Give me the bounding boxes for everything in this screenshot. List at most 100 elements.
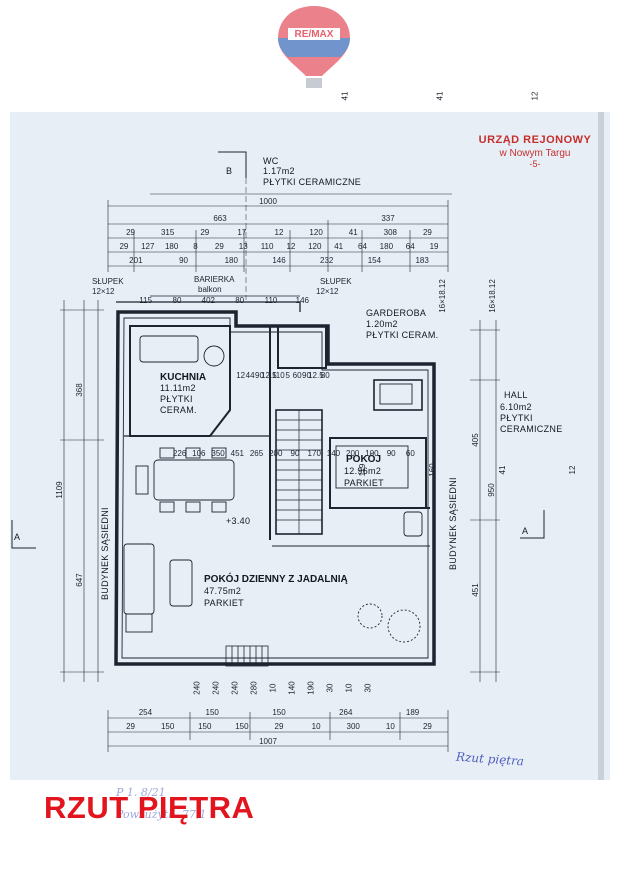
- dim-mid-3: 451: [231, 449, 245, 458]
- dim-top-row5-1: 90: [179, 256, 188, 265]
- dim-right-small-0: 119: [358, 463, 367, 476]
- dim-top-a: 663: [213, 214, 227, 223]
- dim-top-row3-8: 29: [423, 228, 432, 237]
- page-title: RZUT PIĘTRA: [44, 790, 255, 825]
- living-room-area: 47.75m2: [204, 586, 241, 596]
- dim-bottom-row1-0: 254: [139, 708, 153, 717]
- dim-top-row3-2: 29: [200, 228, 209, 237]
- dim-top-row3-6: 41: [349, 228, 358, 237]
- slupek-right-label: SŁUPEK: [320, 277, 352, 286]
- handwritten-note-2: P 1. 8/21: [116, 786, 166, 799]
- handwritten-note-3: Pow. użytk. 77,1: [116, 808, 207, 821]
- dim-kitchen-inner-1: 44: [246, 371, 255, 380]
- dim-right-small-1: 160: [428, 463, 437, 477]
- dim-top-row4-7: 12: [286, 242, 295, 251]
- dim-top-row5-6: 183: [415, 256, 429, 265]
- dim-bottom-vert-3: 280: [250, 681, 259, 695]
- dim-top-row5-0: 201: [129, 256, 143, 265]
- dim-mid-8: 140: [327, 449, 341, 458]
- dim-mid-7: 170: [308, 449, 322, 458]
- balcony-outline: [116, 301, 301, 312]
- dim-mid-11: 90: [387, 449, 396, 458]
- dim-top-row3-5: 120: [309, 228, 323, 237]
- dim-balkon-3: 80: [235, 296, 244, 305]
- dim-left-total: 1109: [55, 481, 64, 499]
- slupek-left-size: 12×12: [92, 287, 115, 296]
- dim-mid-0: 226: [173, 449, 187, 458]
- hall-area: 6.10m2: [500, 402, 532, 412]
- dim-bottom-vert-4: 10: [269, 683, 278, 692]
- dim-kitchen-inner-9: 80: [321, 371, 330, 380]
- stair-treads: [276, 410, 322, 534]
- dim-top-row4-9: 41: [334, 242, 343, 251]
- dim-bottom-row1-1: 150: [206, 708, 220, 717]
- dim-mid-10: 100: [365, 449, 379, 458]
- wc-name: WC: [263, 156, 279, 166]
- dim-bottom-row1-2: 150: [272, 708, 286, 717]
- slupek-right-size: 12×12: [316, 287, 339, 296]
- dim-left-a: 368: [75, 383, 84, 397]
- living-room-name: POKÓJ DZIENNY Z JADALNIĄ: [204, 572, 348, 585]
- dim-kitchen-inner-2: 90: [255, 371, 264, 380]
- sheet-edge: [598, 112, 604, 780]
- dim-bottom-row2-4: 29: [275, 722, 284, 731]
- pokoj-area: 12.96m2: [344, 466, 381, 476]
- dim-top-row3-1: 315: [161, 228, 175, 237]
- dim-bottom-vert-6: 190: [307, 681, 316, 695]
- dim-top-row4-0: 29: [119, 242, 128, 251]
- dim-kitchen-inner-5: 5: [285, 371, 290, 380]
- side-dimension-lines: [60, 300, 500, 752]
- top-dimension-lines: [107, 193, 452, 272]
- section-a-left-marker: [11, 520, 36, 549]
- dim-right-b: 451: [471, 583, 480, 597]
- barierka-label: BARIERKA: [194, 275, 235, 284]
- living-room-finish: PARKIET: [204, 598, 244, 608]
- dim-top-row3-4: 12: [275, 228, 284, 237]
- kitchen-walls: [129, 325, 231, 437]
- dim-mid-2: 350: [211, 449, 225, 458]
- dim-top-row4-10: 64: [358, 242, 367, 251]
- slupek-left-label: SŁUPEK: [92, 277, 124, 286]
- hall-finish-2: CERAMICZNE: [500, 424, 563, 434]
- dim-mid-1: 106: [192, 449, 206, 458]
- dim-bottom-row2-6: 300: [347, 722, 361, 731]
- dim-mid-5: 200: [269, 449, 283, 458]
- entry-steps: [225, 645, 269, 667]
- dim-kitchen-inner-0: 12: [236, 371, 245, 380]
- remax-logo: RE/MAX: [278, 6, 350, 88]
- dim-bottom-vert-7: 30: [326, 683, 335, 692]
- dim-top-row4-6: 110: [261, 242, 274, 251]
- garderoba-name: GARDEROBA: [366, 308, 426, 318]
- dim-top-row4-3: 8: [193, 242, 198, 251]
- dim-bottom-row2-3: 150: [235, 722, 249, 731]
- dim-bottom-row1-4: 189: [406, 708, 420, 717]
- dim-top-row4-5: 13: [239, 242, 248, 251]
- dim-right-a: 405: [471, 433, 480, 447]
- garderoba-walls: [373, 379, 423, 411]
- dim-bottom-vert-9: 30: [364, 683, 373, 692]
- exterior-walls: [114, 310, 436, 666]
- section-a-right-label: A: [522, 526, 528, 536]
- dim-top-row4-1: 127: [141, 242, 155, 251]
- dim-top-row3-0: 29: [126, 228, 135, 237]
- dim-bottom-vert-2: 240: [231, 681, 240, 695]
- dim-bottom-row2-0: 29: [126, 722, 135, 731]
- dim-bottom-row2-1: 150: [161, 722, 175, 731]
- wc-walls: [277, 325, 327, 369]
- neighbor-building-left: BUDYNEK SĄSIEDNI: [100, 507, 110, 600]
- office-stamp: URZĄD REJONOWY w Nowym Targu -5-: [470, 134, 600, 169]
- hall-name: HALL: [504, 390, 528, 400]
- dim-top-b: 337: [381, 214, 395, 223]
- dim-bottom-vert-0: 240: [193, 681, 202, 695]
- dim-balkon-1: 80: [173, 296, 182, 305]
- pokoj-finish: PARKIET: [344, 478, 384, 488]
- wc-finish: PŁYTKI CERAMICZNE: [263, 177, 361, 187]
- section-b-marker: [218, 151, 247, 178]
- dim-right-total: 950: [487, 483, 496, 497]
- kitchen-area: 11.11m2: [160, 383, 196, 393]
- dim-balkon-4: 110: [265, 296, 278, 305]
- dim-mid-6: 90: [291, 449, 300, 458]
- dim-kitchen-inner-3: 12.5: [261, 371, 277, 380]
- remax-logo-text: RE/MAX: [295, 29, 334, 40]
